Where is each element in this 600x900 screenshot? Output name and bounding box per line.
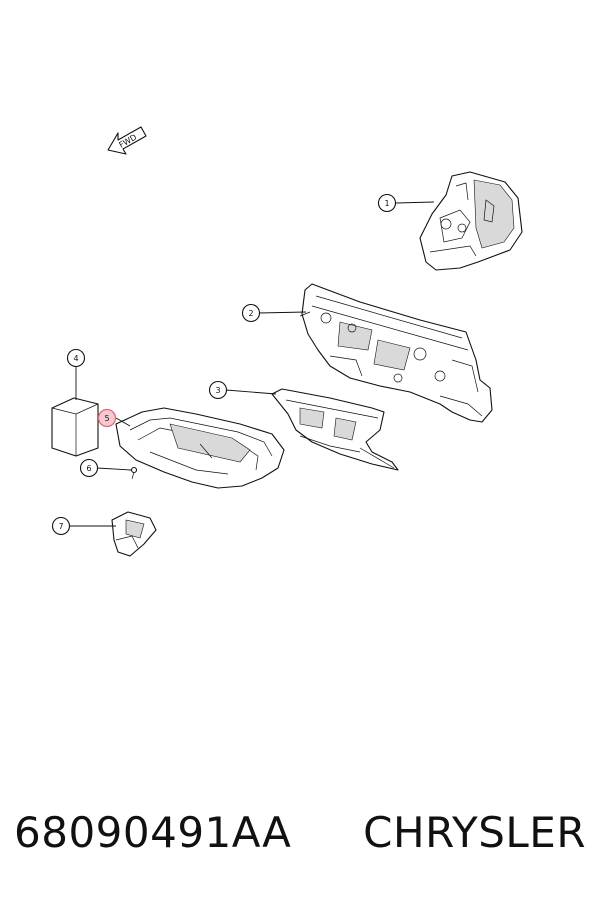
callout-label: 7 (58, 522, 63, 531)
callout-label: 5 (104, 414, 109, 423)
callout-label: 3 (215, 386, 220, 395)
callout-3: 3 (208, 380, 228, 400)
callout-circle (97, 408, 117, 428)
callout-2: 2 (241, 303, 261, 323)
part-1-cowl-bracket (419, 171, 523, 271)
callout-label: 2 (248, 309, 253, 318)
part-6-clip (130, 466, 138, 480)
fwd-arrow-icon: FWD (107, 126, 147, 155)
callout-label: 1 (384, 199, 389, 208)
callout-7: 7 (51, 516, 71, 536)
callout-circle (377, 193, 397, 213)
callout-circle (79, 458, 99, 478)
footer: 68090491AA CHRYSLER (0, 800, 600, 864)
part-3-cowl-insulator (271, 388, 399, 471)
leader-lines (69, 201, 435, 527)
callout-5: 5 (97, 408, 117, 428)
callout-label: 6 (86, 464, 91, 473)
part-4-insulation-pad (51, 397, 99, 457)
callout-circle (241, 303, 261, 323)
callout-label: 4 (73, 354, 78, 363)
callout-1: 1 (377, 193, 397, 213)
fwd-label: FWD (118, 133, 139, 150)
part-5-floor-silencer (115, 407, 285, 489)
part-2-dash-panel (299, 283, 493, 423)
part-number: 68090491AA (14, 807, 292, 857)
brand-name: CHRYSLER (363, 807, 586, 857)
callout-circle (51, 516, 71, 536)
callout-4: 4 (66, 348, 86, 368)
part-7-bracket (111, 511, 157, 557)
callout-circle (208, 380, 228, 400)
callout-6: 6 (79, 458, 99, 478)
callout-circle (66, 348, 86, 368)
callout-group: 1 2 3 4 5 6 7 (51, 193, 397, 536)
